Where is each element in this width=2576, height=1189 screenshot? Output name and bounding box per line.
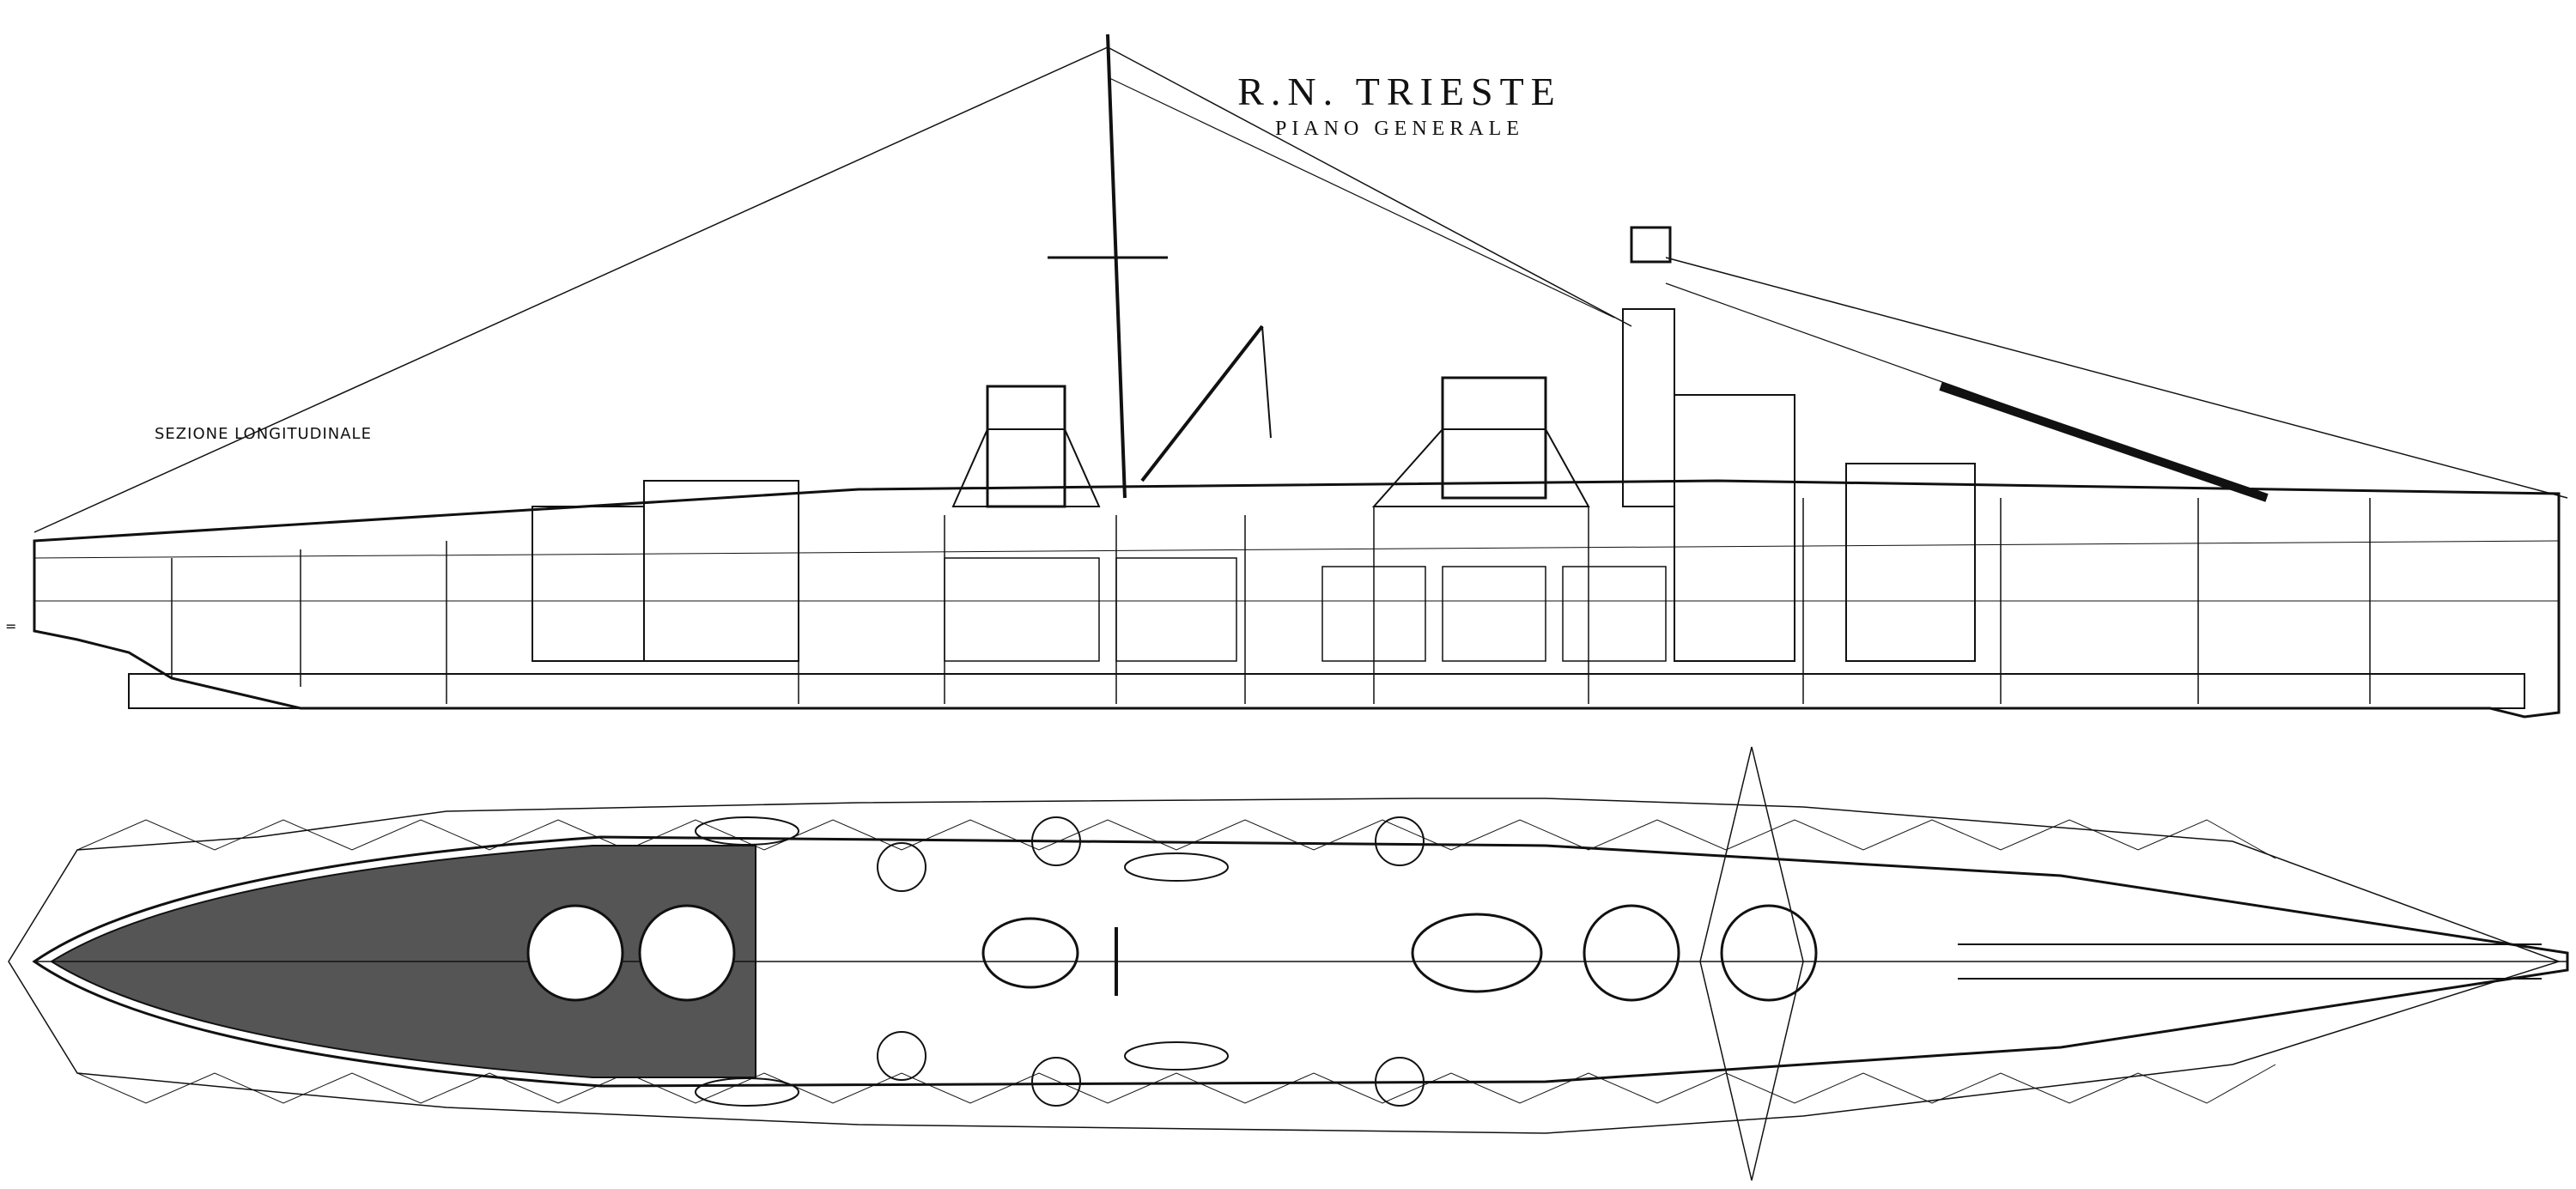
boat-stbd-mid bbox=[1124, 1041, 1229, 1071]
net-boom-diamond bbox=[1699, 746, 1804, 1181]
aft-control-tower bbox=[1622, 308, 1675, 507]
catapult bbox=[1939, 382, 2269, 502]
compartment-grid bbox=[171, 498, 2371, 704]
funnel-casing-fore bbox=[951, 428, 1101, 507]
gun-tub-5 bbox=[1375, 816, 1425, 866]
drawing-title: R.N. TRIESTE bbox=[1237, 70, 1562, 113]
turret-aft-2 bbox=[526, 904, 624, 1002]
drawing-subtitle: PIANO GENERALE bbox=[1275, 118, 1524, 140]
aft-funnel bbox=[1441, 376, 1547, 500]
turret-aft-1 bbox=[638, 904, 736, 1002]
bridge-block bbox=[643, 480, 799, 662]
turret-fore-1 bbox=[1720, 904, 1818, 1002]
funnel-fore-plan bbox=[981, 917, 1079, 989]
boat-stbd-aft bbox=[695, 1077, 799, 1107]
aft-turret-block bbox=[1845, 463, 1976, 662]
aft-mast-top bbox=[1630, 226, 1672, 264]
section-label: SEZIONE LONGITUDINALE bbox=[155, 425, 372, 443]
boat-port-aft bbox=[695, 816, 799, 846]
aircraft-crane bbox=[1140, 325, 1264, 482]
net-outline bbox=[8, 798, 2561, 1134]
rigging-line-aft bbox=[1107, 46, 1632, 327]
hull-profile bbox=[33, 479, 2561, 719]
crane-jib bbox=[1261, 325, 1272, 439]
margin-mark: = bbox=[5, 618, 17, 634]
gun-tub-3 bbox=[1031, 816, 1081, 866]
aft-superstructure bbox=[1674, 394, 1795, 662]
funnel-aft-plan bbox=[1411, 913, 1543, 993]
funnel-casing-aft bbox=[1371, 428, 1590, 507]
rigging-line-mid bbox=[1107, 76, 1615, 318]
keel-band bbox=[128, 673, 2525, 709]
deck-line bbox=[33, 540, 2560, 559]
net-zigzag-bottom bbox=[76, 1064, 2276, 1104]
turret-fore-2 bbox=[1583, 904, 1680, 1002]
gun-tub-4 bbox=[1031, 1057, 1081, 1107]
net-zigzag-top bbox=[76, 819, 2276, 859]
plan-view bbox=[8, 746, 2569, 1181]
boat-port-mid bbox=[1124, 852, 1229, 882]
forward-turret-block bbox=[532, 506, 645, 662]
foremast bbox=[1106, 33, 1127, 499]
gun-tub-2 bbox=[877, 1031, 927, 1081]
gun-tub-1 bbox=[877, 842, 927, 892]
longitudinal-section bbox=[33, 33, 2568, 719]
title-block: R.N. TRIESTE PIANO GENERALE bbox=[1142, 69, 1657, 141]
rigging-line-stern bbox=[1665, 257, 2568, 499]
rigging-line-fore bbox=[33, 46, 1109, 533]
gun-tub-6 bbox=[1375, 1057, 1425, 1107]
